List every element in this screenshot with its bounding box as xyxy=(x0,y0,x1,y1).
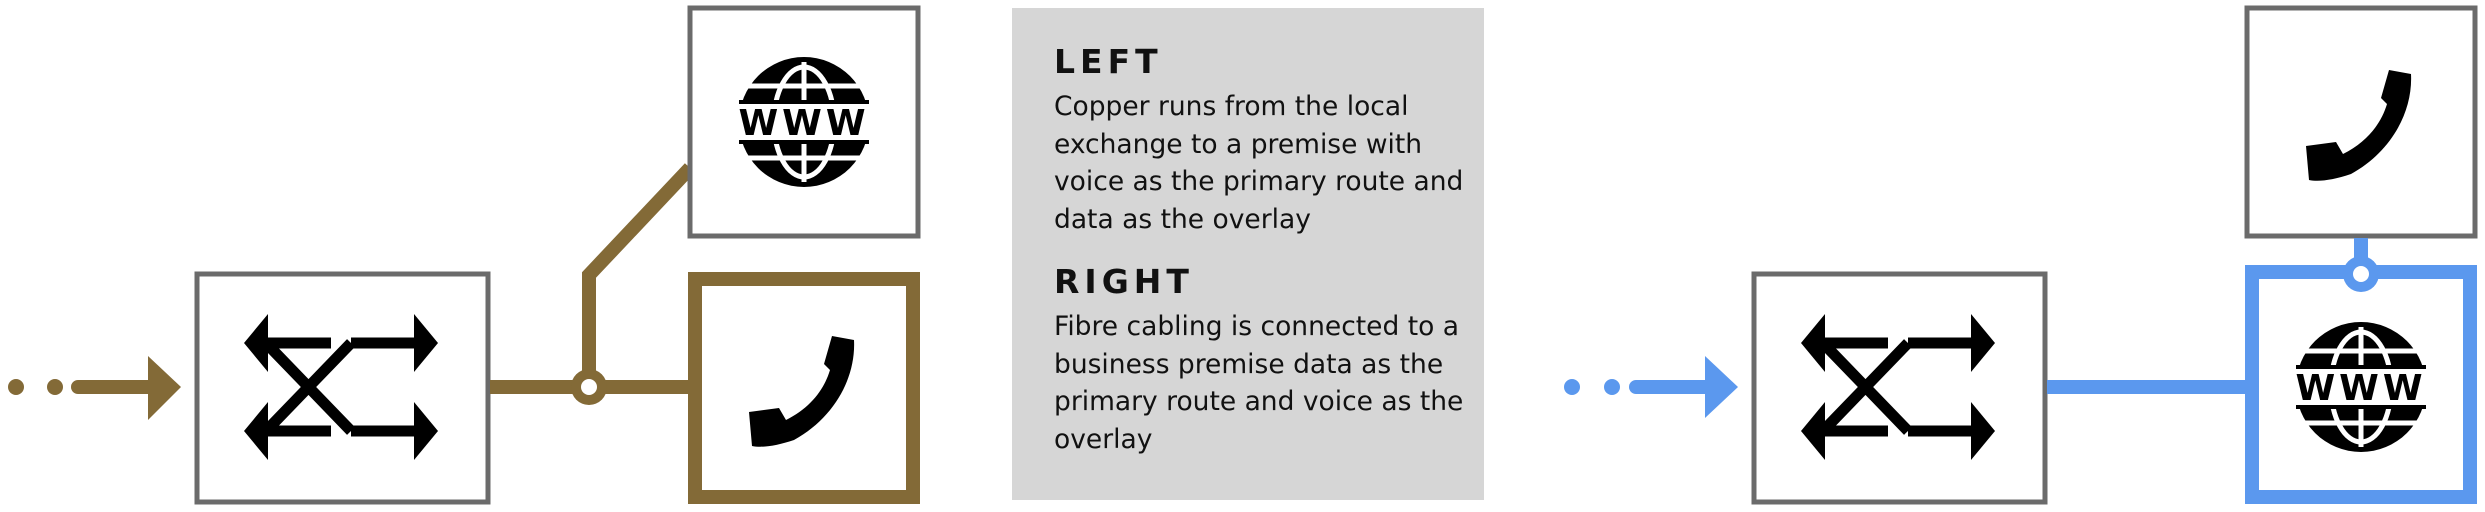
info-panel: LEFT Copper runs from the local exchange… xyxy=(1012,8,1484,500)
left-heading: LEFT xyxy=(1054,42,1163,81)
right-internet-box xyxy=(2245,265,2477,504)
left-voice-box xyxy=(688,272,920,504)
fibre-dot xyxy=(1564,379,1580,395)
left-description: Copper runs from the local exchange to a… xyxy=(1054,91,1464,235)
www-label: WWW xyxy=(2295,368,2426,409)
copper-dot xyxy=(47,379,63,395)
fibre-dot xyxy=(1604,379,1620,395)
www-label: WWW xyxy=(738,103,869,144)
fibre-arrow-head xyxy=(1705,356,1738,418)
right-heading: RIGHT xyxy=(1054,262,1194,301)
www-globe-icon: WWW xyxy=(732,57,876,187)
left-switch-box xyxy=(194,271,491,505)
copper-dot xyxy=(8,379,24,395)
right-voice-box xyxy=(2244,5,2478,239)
copper-arrow-head xyxy=(148,356,181,420)
right-switch-box xyxy=(1751,271,2048,505)
copper-arrow xyxy=(8,356,181,420)
right-description: Fibre cabling is connected to a business… xyxy=(1054,311,1464,455)
www-globe-icon: WWW xyxy=(2289,322,2433,452)
fibre-arrow xyxy=(1564,356,1738,418)
copper-cable xyxy=(490,163,696,405)
